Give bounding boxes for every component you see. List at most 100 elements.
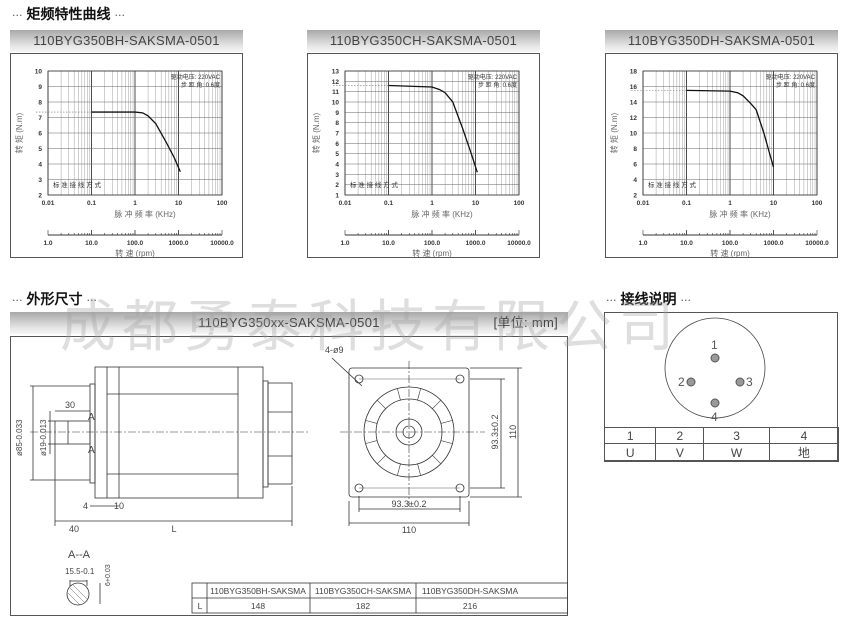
x-tick-label: 10 bbox=[472, 200, 480, 207]
torque-curve bbox=[388, 84, 478, 173]
table-model: 110BYG350CH-SAKSMA bbox=[315, 586, 412, 596]
model-length-table bbox=[191, 582, 568, 614]
x-tick-label: 100 bbox=[514, 200, 525, 207]
y-tick-label: 4 bbox=[633, 177, 637, 184]
pin-1-dot bbox=[710, 353, 720, 363]
holes-label: 4-ø9 bbox=[325, 345, 344, 355]
x-tick-label: 0.01 bbox=[637, 200, 650, 207]
rpm-tick-label: 1000.0 bbox=[764, 240, 784, 247]
pin-signal: U bbox=[603, 443, 657, 462]
x-tick-label: 0.01 bbox=[42, 200, 55, 207]
width-horizontal: 110 bbox=[402, 525, 416, 535]
rpm-tick-label: 100.0 bbox=[722, 240, 739, 247]
rpm-axis-label: 转 速 (rpm) bbox=[412, 248, 452, 258]
x-tick-label: 1 bbox=[430, 200, 434, 207]
shaft-length-label: 30 bbox=[65, 400, 75, 410]
y-tick-label: 2 bbox=[38, 193, 42, 200]
pin-signal: W bbox=[703, 443, 770, 462]
section-title: A--A bbox=[68, 549, 91, 561]
dimensions-model: 110BYG350xx-SAKSMA-0501 bbox=[198, 315, 380, 330]
y-tick-label: 12 bbox=[630, 115, 638, 122]
y-tick-label: 6 bbox=[633, 162, 637, 169]
rpm-axis-label: 转 速 (rpm) bbox=[710, 248, 750, 258]
dimensions-header: 110BYG350xx-SAKSMA-0501 [单位: mm] bbox=[10, 312, 568, 334]
wiring-note: 标 准 接 线 方 式 bbox=[648, 180, 697, 189]
y-tick-label: 4 bbox=[335, 162, 339, 169]
rpm-tick-label: 10000.0 bbox=[210, 240, 234, 247]
y-axis-label: 转 矩 (N.m) bbox=[609, 112, 619, 153]
section-mark-top: A bbox=[88, 412, 95, 423]
chart-annotation: 步 距 角: 0.6度 bbox=[181, 81, 220, 89]
wiring-note: 标 准 接 线 方 式 bbox=[53, 180, 102, 189]
rpm-tick-label: 1000.0 bbox=[466, 240, 486, 247]
torque-curve bbox=[686, 89, 775, 168]
y-axis-label: 转 矩 (N.m) bbox=[311, 112, 321, 153]
x-tick-label: 10 bbox=[175, 200, 183, 207]
pin-signal: 地 bbox=[768, 443, 840, 462]
pin-3-dot bbox=[735, 377, 745, 387]
rpm-tick-label: 10.0 bbox=[85, 240, 98, 247]
rpm-tick-label: 10000.0 bbox=[507, 240, 531, 247]
wiring-section-title: ···接线说明··· bbox=[606, 292, 691, 308]
front-length-label: 40 bbox=[69, 524, 79, 534]
y-tick-label: 2 bbox=[335, 182, 339, 189]
front-view bbox=[331, 357, 522, 526]
y-tick-label: 11 bbox=[332, 89, 339, 96]
table-model: 110BYG350DH-SAKSMA bbox=[422, 586, 519, 596]
x-tick-label: 0.1 bbox=[682, 200, 691, 207]
section-mark-bottom: A bbox=[88, 445, 95, 456]
pin-4-dot bbox=[710, 398, 720, 408]
pin-number: 2 bbox=[655, 427, 705, 444]
pin-2-dot bbox=[686, 377, 696, 387]
rpm-tick-label: 1.0 bbox=[43, 240, 52, 247]
y-axis-label: 转 矩 (N.m) bbox=[14, 112, 24, 153]
x-tick-label: 10 bbox=[770, 200, 778, 207]
y-tick-label: 1 bbox=[335, 193, 339, 200]
hole-pitch-horizontal: 93.3±0.2 bbox=[392, 499, 427, 509]
wiring-note: 标 准 接 线 方 式 bbox=[350, 180, 399, 189]
pin-signal: V bbox=[655, 443, 705, 462]
y-tick-label: 2 bbox=[633, 193, 637, 200]
y-tick-label: 5 bbox=[38, 146, 42, 153]
x-tick-label: 0.1 bbox=[87, 200, 96, 207]
flange-diameter-label: ø85-0.033 bbox=[15, 419, 24, 456]
x-axis-label: 脉 冲 频 率 (KHz) bbox=[114, 209, 176, 219]
y-tick-label: 7 bbox=[335, 131, 339, 138]
width-vertical: 110 bbox=[508, 425, 518, 439]
y-tick-label: 8 bbox=[633, 146, 637, 153]
key-label: 6+0.03 bbox=[105, 564, 112, 586]
y-tick-label: 6 bbox=[38, 131, 42, 138]
pin-number: 3 bbox=[703, 427, 770, 444]
table-length: 182 bbox=[356, 601, 370, 611]
y-tick-label: 8 bbox=[335, 120, 339, 127]
y-tick-label: 5 bbox=[335, 151, 339, 158]
x-tick-label: 1 bbox=[133, 200, 137, 207]
y-tick-label: 3 bbox=[38, 177, 42, 184]
chart-annotation: 驱动电压: 220VAC bbox=[171, 73, 221, 81]
y-tick-label: 13 bbox=[332, 69, 340, 76]
dimension-drawing: 4-ø9 30 ø85-0.033 ø19-0.013 A A 4 10 40 … bbox=[15, 345, 568, 614]
x-tick-label: 100 bbox=[812, 200, 823, 207]
x-axis-label: 脉 冲 频 率 (KHz) bbox=[709, 209, 771, 219]
table-length: 148 bbox=[251, 601, 265, 611]
y-tick-label: 12 bbox=[332, 79, 340, 86]
dimension-drawing-panel: 4-ø9 30 ø85-0.033 ø19-0.013 A A 4 10 40 … bbox=[10, 336, 568, 616]
x-tick-label: 100 bbox=[217, 200, 228, 207]
unit-label: [单位: mm] bbox=[493, 315, 558, 330]
y-tick-label: 7 bbox=[38, 115, 42, 122]
torque-curve bbox=[91, 111, 181, 173]
chart-title: 110BYG350DH-SAKSMA-0501 bbox=[605, 30, 838, 52]
chart-title: 110BYG350BH-SAKSMA-0501 bbox=[10, 30, 243, 52]
flange-thickness-label: 4 bbox=[83, 501, 88, 511]
flat-label: 15.5-0.1 bbox=[65, 567, 95, 576]
rpm-tick-label: 1.0 bbox=[340, 240, 349, 247]
y-tick-label: 4 bbox=[38, 162, 42, 169]
